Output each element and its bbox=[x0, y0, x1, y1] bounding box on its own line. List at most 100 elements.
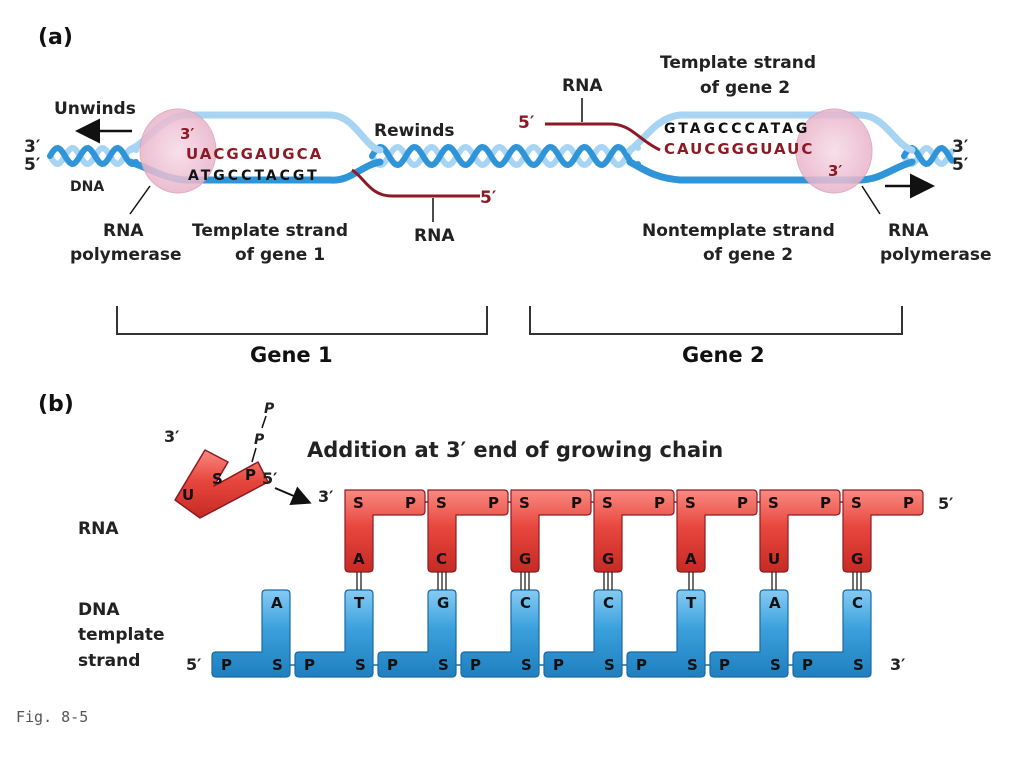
rna-phosphate: P bbox=[488, 494, 499, 512]
rna-sugar: S bbox=[851, 494, 862, 512]
dna-sugar: S bbox=[521, 656, 532, 674]
dna-phosphate: P bbox=[304, 656, 315, 674]
panel-a-tag: (a) bbox=[38, 25, 73, 50]
panel-b-tag: (b) bbox=[38, 392, 74, 417]
left-3prime: 3′ bbox=[24, 137, 41, 157]
nontemplate-gene2-line1: Nontemplate strand bbox=[642, 221, 835, 241]
polymerase-right-leader bbox=[861, 185, 881, 215]
hydrogen-bonds bbox=[356, 572, 862, 590]
rna-gene1-5prime: 5′ bbox=[480, 188, 497, 208]
rna-base: G bbox=[602, 550, 614, 568]
rna-chain-3prime: 3′ bbox=[318, 487, 333, 506]
template-gene2-line1: Template strand bbox=[660, 53, 816, 73]
dna-row-label-3: strand bbox=[78, 651, 140, 671]
dna-phosphate: P bbox=[802, 656, 813, 674]
left-5prime: 5′ bbox=[24, 155, 41, 175]
incoming-base: U bbox=[182, 486, 194, 504]
dna-base: A bbox=[769, 594, 781, 612]
rna-phosphate: P bbox=[571, 494, 582, 512]
hbond bbox=[437, 572, 447, 590]
rna-phosphate: P bbox=[654, 494, 665, 512]
dna-label: DNA bbox=[70, 179, 104, 195]
dna-base: C bbox=[520, 594, 531, 612]
hbond bbox=[771, 572, 777, 590]
dna-phosphate: P bbox=[221, 656, 232, 674]
dna-phosphate: P bbox=[553, 656, 564, 674]
rna-gene2-5prime: 5′ bbox=[518, 113, 535, 133]
rna-base: A bbox=[685, 550, 697, 568]
incoming-3prime: 3′ bbox=[164, 427, 179, 446]
rna-sugar: S bbox=[685, 494, 696, 512]
rna-phosphate: P bbox=[903, 494, 914, 512]
gene2-label: Gene 2 bbox=[682, 343, 765, 367]
rna-sequence-gene2: CAUCGGGUAUC bbox=[664, 140, 814, 158]
nontemplate-gene2-line2: of gene 2 bbox=[703, 245, 793, 265]
dna-sugar: S bbox=[853, 656, 864, 674]
rna-nucleotide: S P A bbox=[676, 489, 758, 573]
incoming-nucleotide: S P U 3′ 5′ P P bbox=[164, 401, 312, 519]
polymerase-left-line1: RNA bbox=[103, 221, 144, 241]
dna-chain-3prime: 3′ bbox=[890, 655, 905, 674]
rna-base: A bbox=[353, 550, 365, 568]
rna-phosphate: P bbox=[820, 494, 831, 512]
dna-sugar: S bbox=[355, 656, 366, 674]
dna-nucleotide: P S T bbox=[294, 589, 374, 678]
rna-nucleotide: S P C bbox=[427, 489, 509, 573]
dna-base: A bbox=[271, 594, 283, 612]
rna-sugar: S bbox=[436, 494, 447, 512]
rna-sugar: S bbox=[519, 494, 530, 512]
rna-base: C bbox=[436, 550, 447, 568]
rna-phosphate: P bbox=[405, 494, 416, 512]
rna-polymerase-left bbox=[139, 108, 217, 194]
rna-sequence-gene1: UACGGAUGCA bbox=[186, 145, 323, 163]
rna-gene2-label: RNA bbox=[562, 76, 603, 96]
dna-sugar: S bbox=[770, 656, 781, 674]
incoming-5prime: 5′ bbox=[262, 469, 277, 488]
rna-sugar: S bbox=[353, 494, 364, 512]
dna-base: C bbox=[852, 594, 863, 612]
template-sequence-gene2: GTAGCCCATAG bbox=[664, 121, 810, 137]
dna-phosphate: P bbox=[636, 656, 647, 674]
polymerase-right-line2: polymerase bbox=[880, 245, 992, 265]
rna-sugar: S bbox=[602, 494, 613, 512]
dna-nucleotide: P S G bbox=[377, 589, 457, 678]
template-gene2-line2: of gene 2 bbox=[700, 78, 790, 98]
polymerase-left-leader bbox=[129, 185, 151, 215]
hbond bbox=[603, 572, 613, 590]
bubble1-rna-3prime: 3′ bbox=[180, 125, 194, 143]
hbond bbox=[688, 572, 694, 590]
rna-phosphate: P bbox=[737, 494, 748, 512]
template-sequence-gene1: ATGCCTACGT bbox=[188, 168, 320, 184]
figure-caption: Fig. 8-5 bbox=[16, 708, 88, 726]
dna-base: T bbox=[354, 594, 365, 612]
incoming-phosphate-2: P bbox=[254, 432, 265, 448]
dna-base: T bbox=[686, 594, 697, 612]
dna-sugar: S bbox=[687, 656, 698, 674]
rna-nucleotide: S P G bbox=[593, 489, 675, 573]
dna-sugar: S bbox=[438, 656, 449, 674]
gene2-bracket bbox=[529, 306, 903, 335]
right-5prime: 5′ bbox=[952, 155, 969, 175]
rna-row-label: RNA bbox=[78, 519, 119, 539]
rna-sugar: S bbox=[768, 494, 779, 512]
polymerase-left-line2: polymerase bbox=[70, 245, 182, 265]
rna-base: U bbox=[768, 550, 780, 568]
gene1-label: Gene 1 bbox=[250, 343, 333, 367]
incoming-phosphate-3: P bbox=[264, 401, 275, 417]
dna-sugar: S bbox=[604, 656, 615, 674]
template-gene1-line1: Template strand bbox=[192, 221, 348, 241]
rna-nucleotide: S P A bbox=[344, 489, 426, 573]
dna-row-label-2: template bbox=[78, 625, 165, 645]
dna-phosphate: P bbox=[387, 656, 398, 674]
right-3prime: 3′ bbox=[952, 137, 969, 157]
dna-nucleotide: P S T bbox=[626, 589, 706, 678]
dna-base: G bbox=[437, 594, 449, 612]
